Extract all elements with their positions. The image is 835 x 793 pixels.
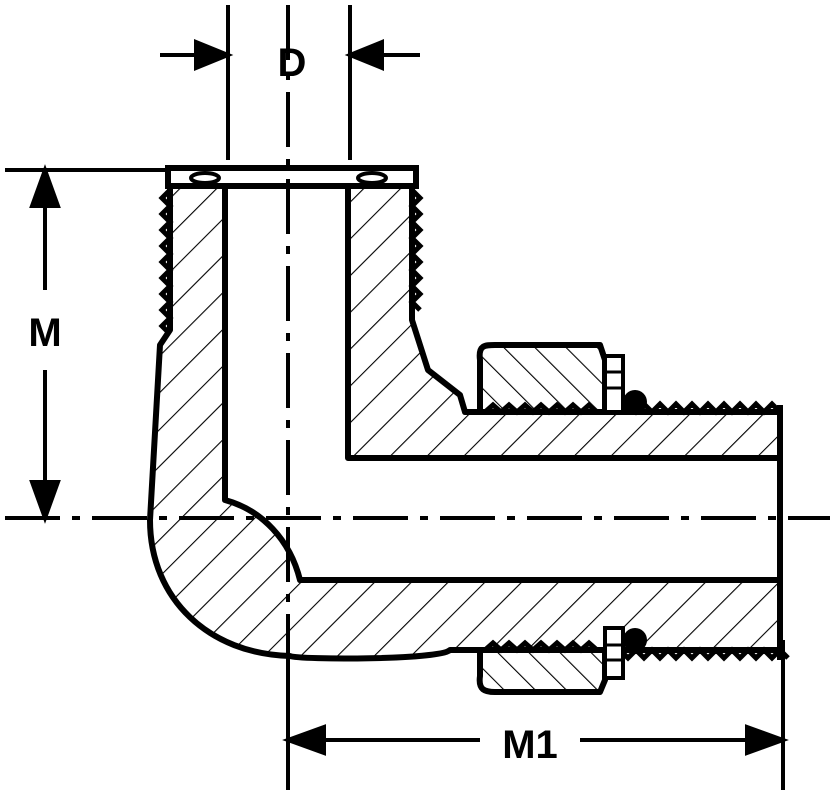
o-ring-upper	[623, 390, 647, 414]
dimension-m	[5, 164, 165, 524]
label-d: D	[278, 41, 307, 85]
dimension-d	[160, 5, 420, 160]
fitting-body-section	[147, 169, 783, 662]
label-m: M	[28, 311, 61, 355]
lock-nut-upper	[476, 342, 647, 415]
label-m1: M1	[502, 723, 558, 767]
center-lines	[5, 5, 830, 790]
upper-thread-teeth	[158, 188, 424, 336]
dimension-m1	[282, 640, 789, 790]
top-face-seal	[165, 165, 419, 189]
o-ring-lower	[623, 628, 647, 652]
left-wall-and-elbow	[147, 169, 783, 662]
right-upper-wall	[345, 169, 783, 461]
bore-channel	[222, 186, 783, 660]
lock-nut-lower	[476, 626, 647, 695]
